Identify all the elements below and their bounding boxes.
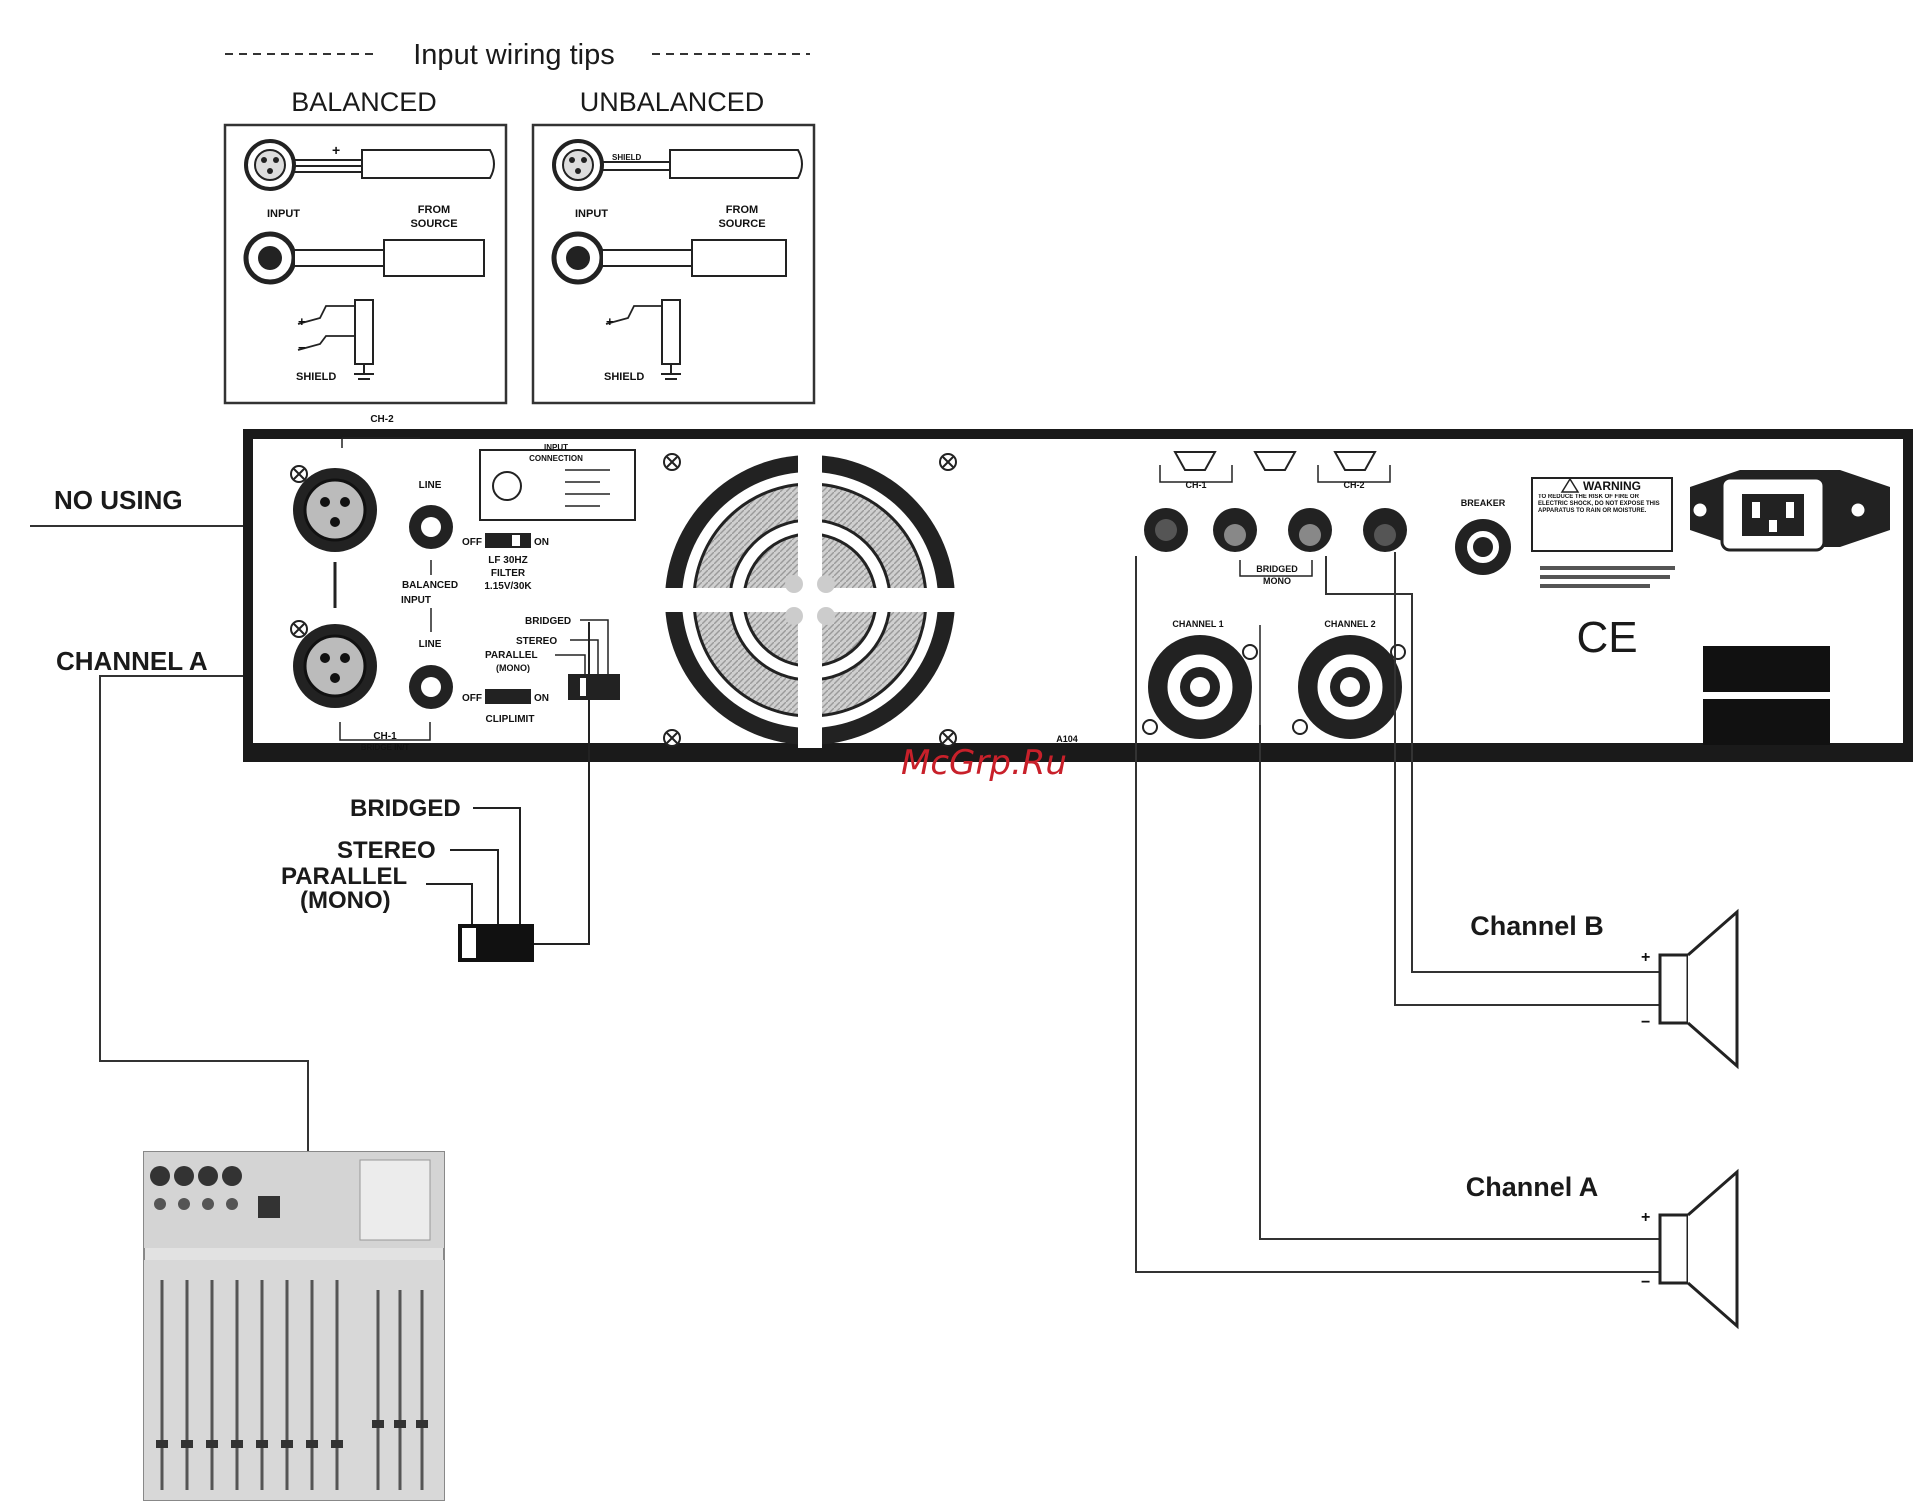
wiring-tips-title: Input wiring tips xyxy=(413,39,615,71)
line-jack-ch2[interactable] xyxy=(409,505,453,549)
bridged-mono-label-1: BRIDGED xyxy=(1256,564,1298,574)
mixer-cable xyxy=(99,675,309,1152)
callout-bridged: BRIDGED xyxy=(350,795,461,822)
model-label: A104 xyxy=(1056,734,1078,744)
balanced-input-label: INPUT xyxy=(267,208,300,220)
speaker-channel-a: Channel A + − xyxy=(1466,1168,1739,1330)
speaker-channel-b: Channel B + − xyxy=(1470,908,1739,1070)
speaker-wires xyxy=(1135,552,1660,1273)
channel-a-speaker-label: Channel A xyxy=(1466,1172,1599,1202)
binding-post[interactable] xyxy=(1213,508,1257,552)
channel-a-minus: − xyxy=(1641,1274,1650,1291)
balanced-minus-wire: − xyxy=(298,340,306,355)
unbalanced-shield-label: SHIELD xyxy=(604,371,644,383)
binding-post[interactable] xyxy=(1288,508,1332,552)
callout-parallel: PARALLEL xyxy=(281,863,407,890)
unbalanced-shield-small: SHIELD xyxy=(612,153,642,162)
channel-b-plus: + xyxy=(1641,949,1650,966)
speaker-symbol-icon xyxy=(1173,451,1377,471)
panel-mode-parallel: PARALLEL xyxy=(485,650,538,661)
xlr-input-ch2[interactable] xyxy=(293,468,377,552)
line-top-label: LINE xyxy=(419,480,442,491)
xlr-connector-icon xyxy=(244,139,296,191)
amplifier-rear-panel: CH-2 CH-1 BRIDGE IN/T LINE LINE BALANCED… xyxy=(243,414,1913,762)
balanced-plus-wire: + xyxy=(298,314,306,329)
balanced-heading: BALANCED xyxy=(291,87,437,117)
callout-mono: (MONO) xyxy=(300,887,391,914)
lf-filter-label-3: 1.15V/30K xyxy=(484,581,532,592)
off-label-1: OFF xyxy=(462,537,482,548)
jack-connector-icon xyxy=(243,231,297,285)
channel-b-label: Channel B xyxy=(1470,911,1604,941)
channel1-label: CHANNEL 1 xyxy=(1172,619,1223,629)
line-bottom-label: LINE xyxy=(419,639,442,650)
cliplimit-switch[interactable] xyxy=(485,689,531,704)
xlr-input-ch1[interactable] xyxy=(293,624,377,708)
binding-post[interactable] xyxy=(1363,508,1407,552)
balanced-source-1: FROM xyxy=(418,204,450,216)
balanced-input-label-2: INPUT xyxy=(401,595,431,606)
ch1-sub-label: BRIDGE IN/T xyxy=(361,743,410,752)
ch2-label: CH-2 xyxy=(370,414,394,425)
bridged-mono-label-2: MONO xyxy=(1263,576,1291,586)
breaker-label: BREAKER xyxy=(1461,498,1506,508)
panel-mode-stereo: STEREO xyxy=(516,636,557,647)
input-connection-1: INPUT xyxy=(544,443,568,452)
balanced-wiring-box: BALANCED + INPUT FROM SOURCE SHIELD + xyxy=(223,87,508,405)
unbalanced-source-1: FROM xyxy=(726,204,758,216)
channel-a-input-label: CHANNEL A xyxy=(56,646,208,676)
no-using-label: NO USING xyxy=(54,485,183,515)
panel-mode-bridged: BRIDGED xyxy=(525,616,571,627)
jack-connector-icon xyxy=(551,231,605,285)
panel-mode-mono: (MONO) xyxy=(496,663,530,673)
channel-a-plus: + xyxy=(1641,1209,1650,1226)
balanced-input-label-1: BALANCED xyxy=(402,580,458,591)
speakon-output-ch2[interactable] xyxy=(1298,635,1402,739)
serial-plate xyxy=(1703,699,1830,745)
mode-switch-callout: BRIDGED STEREO PARALLEL (MONO) xyxy=(281,622,590,962)
on-label-2: ON xyxy=(534,693,549,704)
out-ch2-label: CH-2 xyxy=(1343,480,1364,490)
channel2-label: CHANNEL 2 xyxy=(1324,619,1375,629)
lf-filter-switch[interactable] xyxy=(485,533,531,548)
wiring-tips-header: Input wiring tips xyxy=(225,39,810,71)
binding-post[interactable] xyxy=(1144,508,1188,552)
power-inlet[interactable] xyxy=(1690,470,1890,552)
warning-label: WARNING TO REDUCE THE RISK OF FIRE OR EL… xyxy=(1531,477,1673,552)
balanced-shield-label: SHIELD xyxy=(296,371,336,383)
ch1-label: CH-1 xyxy=(373,731,397,742)
speakon-output-ch1[interactable] xyxy=(1148,635,1252,739)
unbalanced-wiring-box: UNBALANCED SHIELD INPUT FROM SOURCE SHIE… xyxy=(531,87,816,405)
unbalanced-source-2: SOURCE xyxy=(718,218,765,230)
out-ch1-label: CH-1 xyxy=(1185,480,1206,490)
xlr-connector-icon xyxy=(552,139,604,191)
serial-plate xyxy=(1703,646,1830,692)
cliplimit-label: CLIPLIMIT xyxy=(486,714,535,725)
balanced-source-2: SOURCE xyxy=(410,218,457,230)
channel-b-minus: − xyxy=(1641,1014,1650,1031)
unbalanced-heading: UNBALANCED xyxy=(580,87,765,117)
ce-mark: CE xyxy=(1576,613,1637,662)
balanced-plus: + xyxy=(332,142,340,158)
mixer-console-icon xyxy=(143,1151,445,1501)
unbalanced-input-label: INPUT xyxy=(575,208,608,220)
watermark: McGrp.Ru xyxy=(901,743,1067,783)
panel-mode-switch[interactable] xyxy=(568,674,620,700)
lf-filter-label-2: FILTER xyxy=(491,568,526,579)
input-connection-2: CONNECTION xyxy=(529,454,583,463)
input-connection-diagram: INPUT CONNECTION xyxy=(479,443,636,521)
off-label-2: OFF xyxy=(462,693,482,704)
cooling-fan-icon xyxy=(662,452,958,748)
unbalanced-plus-wire: + xyxy=(606,314,614,329)
line-jack-ch1[interactable] xyxy=(409,665,453,709)
warning-text: TO REDUCE THE RISK OF FIRE OR ELECTRIC S… xyxy=(1538,494,1660,514)
on-label-1: ON xyxy=(534,537,549,548)
callout-stereo: STEREO xyxy=(337,837,436,864)
lf-filter-label-1: LF 30HZ xyxy=(488,555,527,566)
warning-title: WARNING xyxy=(1583,479,1641,493)
breaker-button[interactable] xyxy=(1455,519,1511,575)
